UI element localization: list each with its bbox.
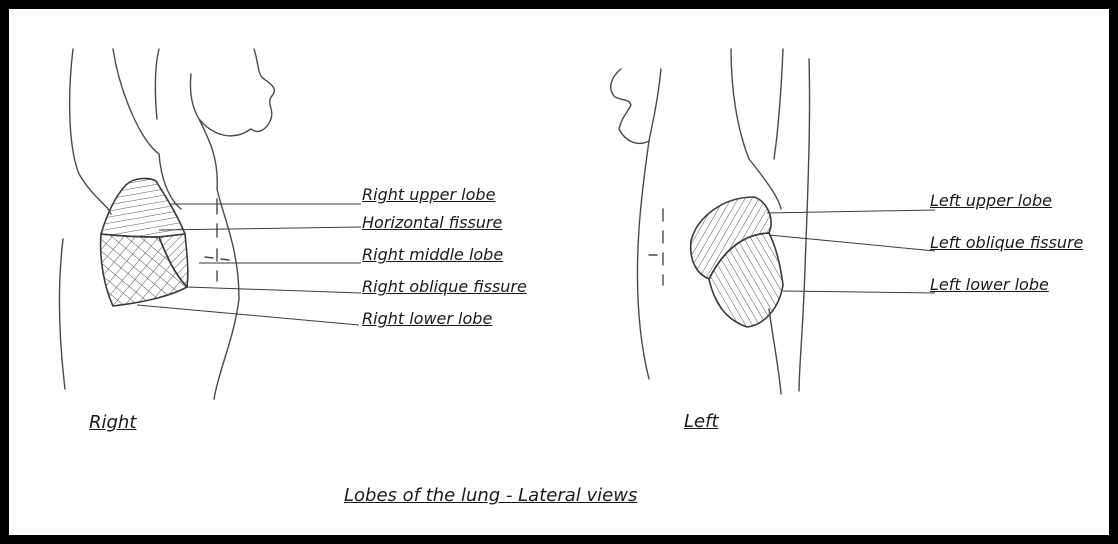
left-lung (691, 197, 783, 327)
label-left-upper-lobe: Left upper lobe (930, 193, 1052, 209)
right-lung (101, 178, 188, 306)
left-leader-lines (767, 210, 935, 293)
diagram-caption: Lobes of the lung - Lateral views (344, 487, 637, 505)
label-right-oblique-fissure: Right oblique fissure (362, 279, 527, 295)
label-right-middle-lobe: Right middle lobe (362, 247, 503, 263)
label-right-lower-lobe: Right lower lobe (362, 311, 492, 327)
label-left-lower-lobe: Left lower lobe (930, 277, 1049, 293)
right-upper-lobe (101, 178, 185, 237)
label-right-upper-lobe: Right upper lobe (362, 187, 495, 203)
label-left-oblique-fissure: Left oblique fissure (930, 235, 1083, 251)
left-view-title: Left (684, 413, 719, 431)
label-horizontal-fissure: Horizontal fissure (362, 215, 502, 231)
lung-lobes-sketch (9, 9, 1109, 535)
right-view-title: Right (89, 414, 136, 432)
